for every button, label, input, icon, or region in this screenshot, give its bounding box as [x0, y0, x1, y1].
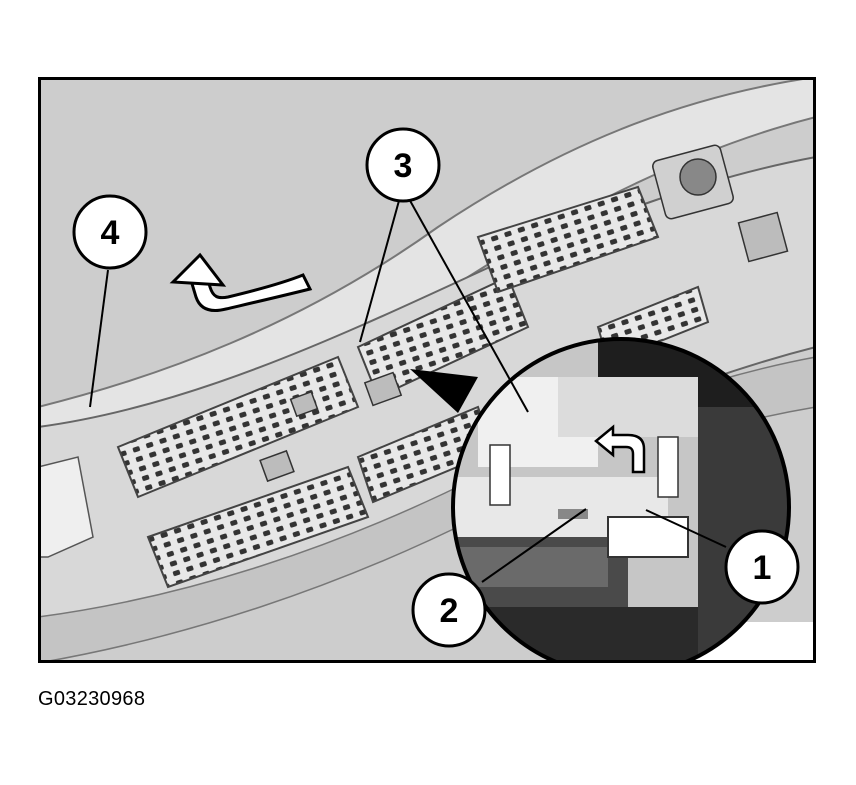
leader-lines: [89, 196, 727, 583]
callout-1: 1: [724, 529, 800, 605]
diagram-figure: 4 3 1 2: [38, 77, 816, 663]
detail-view: [451, 337, 791, 663]
removal-direction-arrow-icon: [169, 252, 313, 312]
diagram-frame: [38, 77, 816, 663]
callout-4-label: 4: [101, 214, 120, 252]
detail-pointer: [410, 369, 478, 413]
callout-2-label: 2: [440, 592, 459, 630]
callout-3-label: 3: [394, 147, 413, 185]
callout-3: 3: [365, 127, 441, 203]
diagram-svg: 4 3 1 2: [38, 77, 816, 663]
grille-mesh-upper: [116, 185, 660, 499]
clip-brackets: [259, 144, 789, 483]
left-end-cap: [38, 456, 94, 558]
detail-rotation-arrow-icon: [594, 424, 646, 474]
callout-4: 4: [72, 194, 148, 270]
callout-2: 2: [411, 572, 487, 648]
figure-code: G03230968: [38, 688, 146, 710]
callout-1-label: 1: [753, 549, 772, 587]
